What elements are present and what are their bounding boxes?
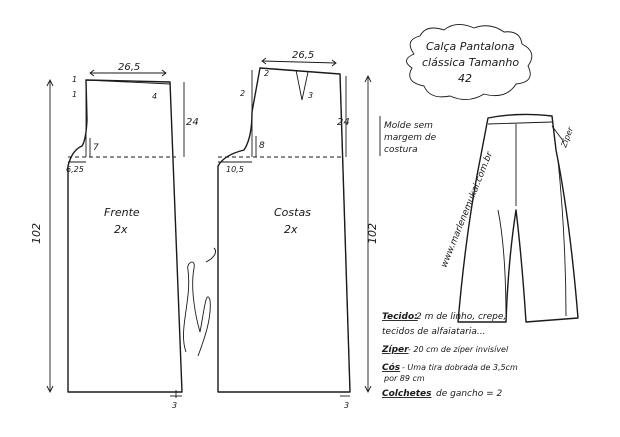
front-name-label: Frente	[104, 206, 140, 219]
note-line-2: margem de	[384, 133, 437, 143]
back-crotch-ext-label: 10,5	[226, 165, 244, 174]
title-line-2: clássica Tamanho	[422, 56, 519, 69]
hooks-text: de gancho = 2	[436, 389, 502, 399]
back-waist-arrowheads	[261, 57, 337, 67]
front-mark-4: 4	[152, 92, 157, 101]
front-waist-label: 26,5	[118, 62, 140, 73]
pants-fold-left	[497, 209, 507, 321]
front-crotch-ext-label: 6,25	[66, 165, 84, 174]
pants-waistband	[487, 121, 553, 125]
zip-label: Zíper	[381, 345, 409, 355]
zipper-label: Zíper	[559, 125, 575, 149]
instructions-block: Tecido: 2 m de linho, crepe, tecidos de …	[381, 312, 518, 399]
back-length-label: 102	[366, 223, 379, 244]
zipper-pointer	[551, 125, 565, 143]
back-waist-dimension	[261, 60, 337, 64]
title-cloud: Calça Pantalona clássica Tamanho 42	[406, 24, 533, 100]
back-hem-label: 3	[344, 401, 349, 410]
pants-outline	[457, 113, 579, 323]
front-waist-arrowheads	[89, 69, 167, 77]
back-name-label: Costas	[274, 206, 311, 219]
zip-text: - 20 cm de zíper invisível	[408, 345, 509, 354]
back-outline	[217, 67, 351, 393]
front-count-label: 2x	[114, 223, 128, 236]
title-line-1: Calça Pantalona	[426, 40, 515, 53]
seam-allowance-note: Molde sem margem de costura	[379, 116, 437, 156]
back-pattern-piece: 26,5 24 102 8 10,5 3 2 3 2 Costas 2x	[217, 50, 379, 410]
front-outline	[67, 79, 183, 393]
back-count-label: 2x	[284, 223, 298, 236]
back-dart	[295, 69, 309, 101]
back-waist-label: 26,5	[292, 50, 314, 61]
back-mark-2: 2	[240, 89, 245, 98]
front-mark-1: 1	[72, 75, 77, 84]
front-waist-curve	[85, 79, 171, 85]
note-line-3: costura	[384, 145, 418, 155]
fabric-label: Tecido:	[382, 312, 418, 322]
fabric-line-2: tecidos de alfaiataria...	[382, 327, 485, 337]
website-url: www.marlenemukai.com.br	[440, 149, 496, 269]
back-side-seam	[339, 73, 351, 393]
front-rise-label: 24	[186, 117, 199, 128]
pants-fold-right	[557, 159, 567, 317]
waistband-text-1: - Uma tira dobrada de 3,5cm	[402, 363, 518, 372]
front-pattern-piece: 26,5 24 102 7 6,25 3 1 1 4 Frente 2x	[30, 62, 199, 410]
back-length-arrowheads	[364, 74, 372, 394]
hooks-label: Colchetes	[382, 389, 432, 399]
back-mark-2b: 2	[264, 69, 269, 78]
pants-illustration: Zíper	[457, 113, 579, 323]
signature-mark	[183, 247, 217, 357]
front-length-label: 102	[30, 223, 43, 244]
title-cloud-outline	[406, 24, 533, 100]
fabric-line-1: 2 m de linho, crepe,	[416, 312, 506, 322]
waistband-label: Cós	[382, 362, 401, 373]
back-mark-3: 3	[308, 91, 313, 100]
title-line-3: 42	[458, 72, 472, 85]
back-rise-label: 24	[337, 117, 350, 128]
note-line-1: Molde sem	[384, 121, 433, 131]
front-crotch-depth-label: 7	[93, 143, 99, 153]
front-mark-1b: 1	[72, 90, 77, 99]
front-length-arrowheads	[46, 78, 54, 394]
front-hem-label: 3	[172, 401, 177, 410]
waistband-text-2: por 89 cm	[383, 374, 425, 383]
back-crotch-depth-label: 8	[259, 141, 265, 151]
